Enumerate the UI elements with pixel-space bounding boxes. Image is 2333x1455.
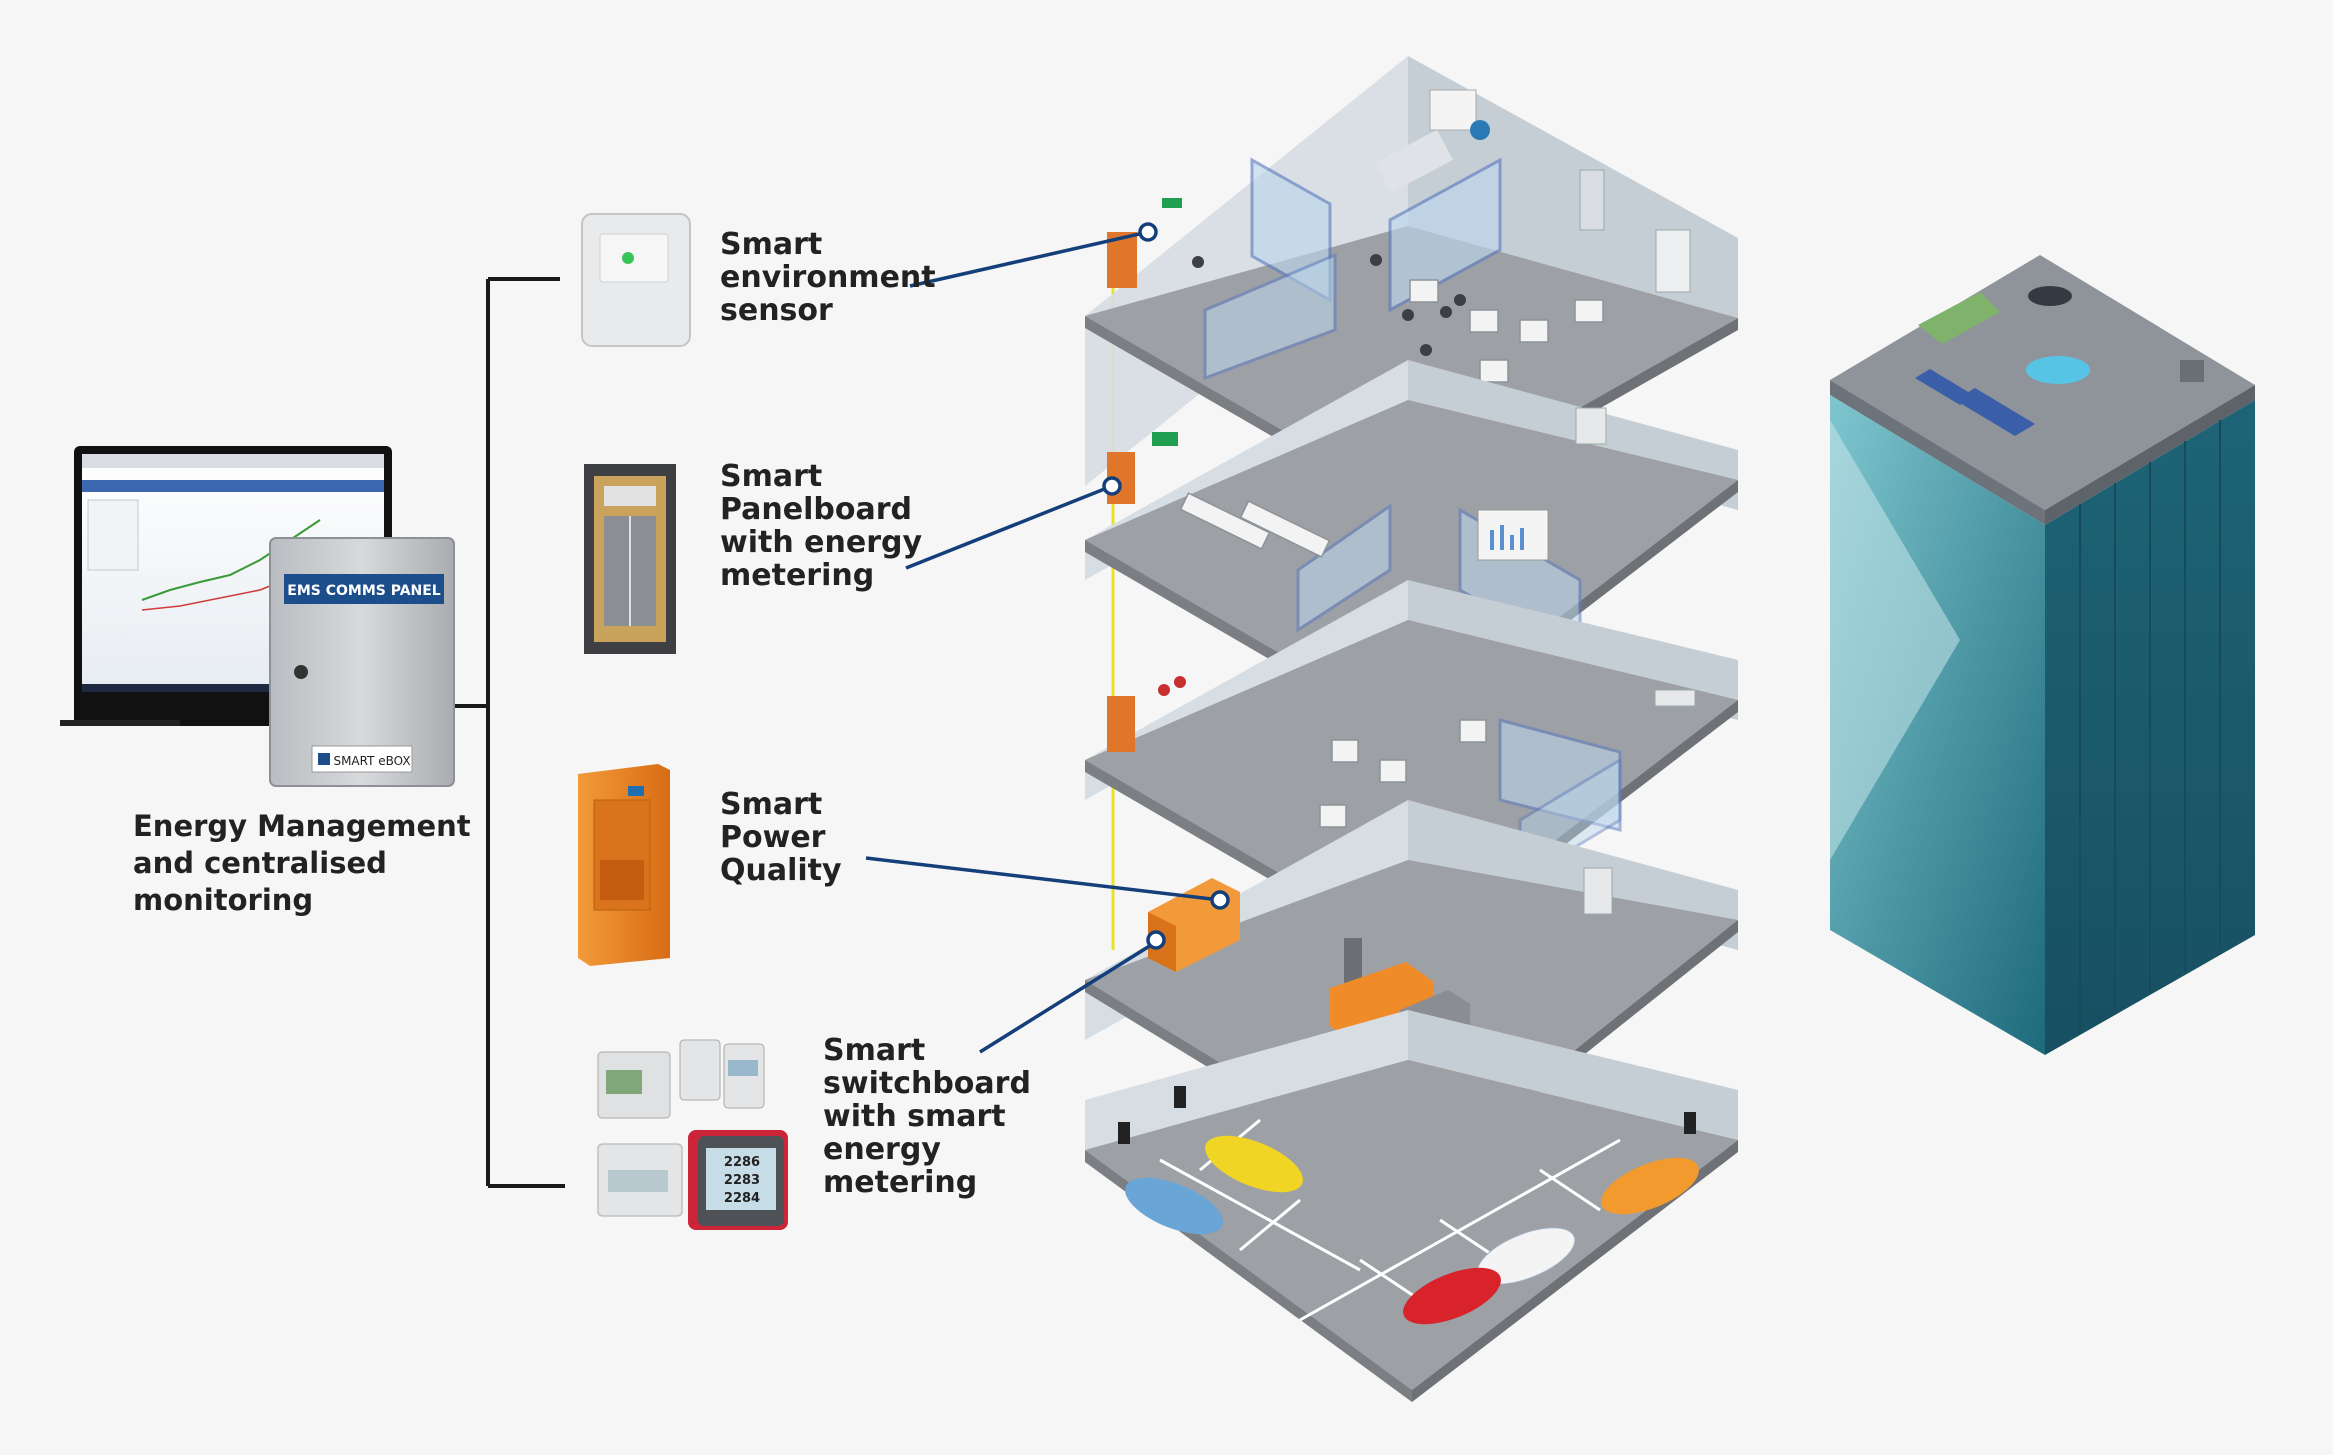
- car-orange: [1601, 1157, 1699, 1215]
- label-switchboard: Smart switchboard with smart energy mete…: [823, 1033, 1031, 1200]
- label-power-quality: Smart Power Quality: [720, 787, 842, 888]
- ems-comms-panel: EMS COMMS PANEL SMART eBOX: [269, 537, 455, 787]
- meter-reading-1: 2286: [724, 1155, 760, 1170]
- panelboard-device: [584, 464, 676, 654]
- environment-sensor-device: [581, 213, 691, 347]
- ems-panel-badge: SMART eBOX: [333, 754, 410, 768]
- car-yellow: [1205, 1135, 1303, 1193]
- connector-lines: [865, 230, 1221, 1054]
- ems-panel-title: EMS COMMS PANEL: [287, 583, 441, 599]
- ems-caption: Energy Management and centralised monito…: [133, 809, 471, 917]
- label-environment-sensor: Smart environment sensor: [720, 227, 936, 328]
- meter-reading-2: 2283: [724, 1173, 760, 1188]
- skyscraper: [1830, 255, 2255, 1055]
- floor-car-park: [1085, 1010, 1738, 1402]
- connector-endpoints: [1102, 222, 1230, 950]
- meter-reading-3: 2284: [724, 1191, 760, 1206]
- label-panelboard: Smart Panelboard with energy metering: [720, 459, 923, 593]
- car-red: [1403, 1267, 1501, 1325]
- connection-bracket: [440, 277, 565, 1188]
- power-quality-device: [578, 764, 670, 966]
- car-blue: [1125, 1177, 1223, 1235]
- switchboard-meters-device: 2286 2283 2284: [597, 1039, 788, 1230]
